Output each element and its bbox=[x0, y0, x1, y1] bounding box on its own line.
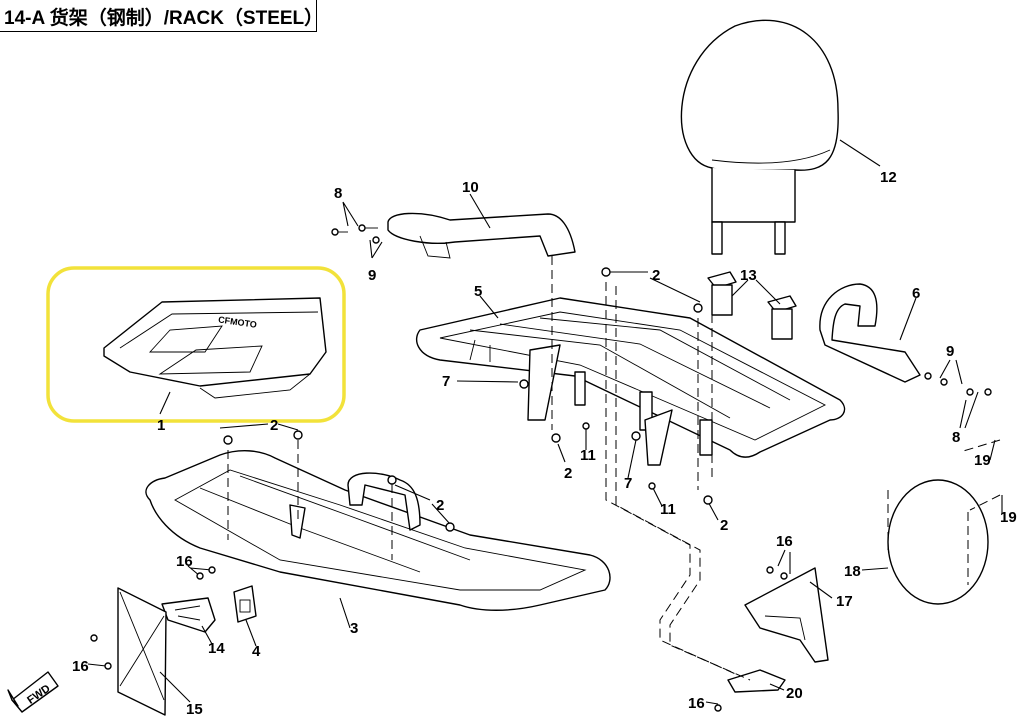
callout-2: 2 bbox=[720, 517, 728, 534]
lower-bracket-part bbox=[727, 669, 786, 693]
front-rack-part bbox=[145, 450, 611, 611]
callout-7: 7 bbox=[624, 475, 632, 492]
plate-part bbox=[117, 587, 167, 716]
diagram-title: 14-A 货架（钢制）/RACK（STEEL） bbox=[4, 8, 324, 29]
callout-3: 3 bbox=[350, 620, 358, 637]
callout-16: 16 bbox=[776, 533, 793, 550]
highlight-box bbox=[46, 266, 346, 423]
callout-8: 8 bbox=[952, 429, 960, 446]
callout-9: 9 bbox=[368, 267, 376, 284]
callout-16: 16 bbox=[688, 695, 705, 712]
callout-6: 6 bbox=[912, 285, 920, 302]
side-handle-part bbox=[819, 283, 921, 383]
callout-9: 9 bbox=[946, 343, 954, 360]
callout-11: 11 bbox=[580, 447, 596, 464]
highlighted-part-group: CFMOTO bbox=[46, 266, 346, 423]
reflector-part bbox=[887, 439, 1001, 605]
callout-1: 1 bbox=[157, 417, 165, 434]
callout-14: 14 bbox=[208, 640, 225, 657]
callout-10: 10 bbox=[462, 179, 479, 196]
callout-19: 19 bbox=[1000, 509, 1017, 526]
callout-17: 17 bbox=[836, 593, 853, 610]
callout-16: 16 bbox=[72, 658, 89, 675]
bracket-part bbox=[161, 597, 216, 633]
headrest-part bbox=[680, 19, 839, 255]
title-box: 14-A 货架（钢制）/RACK（STEEL） bbox=[0, 0, 323, 32]
callout-11: 11 bbox=[660, 501, 676, 518]
callout-2: 2 bbox=[652, 267, 660, 284]
callout-2: 2 bbox=[270, 417, 278, 434]
callout-5: 5 bbox=[474, 283, 482, 300]
callout-19: 19 bbox=[974, 452, 991, 469]
fwd-arrow-icon: FWD bbox=[7, 671, 59, 713]
callout-20: 20 bbox=[786, 685, 803, 702]
callout-labels: 1 2 2 2 2 2 3 4 5 6 7 7 8 8 9 9 10 11 11… bbox=[72, 169, 1017, 717]
callout-7: 7 bbox=[442, 373, 450, 390]
callout-4: 4 bbox=[252, 643, 261, 660]
grab-bar-part bbox=[387, 212, 576, 259]
callout-13: 13 bbox=[740, 267, 757, 284]
callout-8: 8 bbox=[334, 185, 342, 202]
rear-rack-part bbox=[415, 297, 846, 466]
callout-2: 2 bbox=[436, 497, 444, 514]
callout-18: 18 bbox=[844, 563, 861, 580]
clip-part bbox=[233, 585, 257, 623]
bolt-set bbox=[90, 224, 992, 712]
leader-lines bbox=[87, 139, 1003, 705]
callout-2: 2 bbox=[564, 465, 572, 482]
callout-12: 12 bbox=[880, 169, 897, 186]
grommet-part bbox=[707, 271, 797, 340]
callout-15: 15 bbox=[186, 701, 203, 717]
plate-bracket-part bbox=[744, 567, 829, 663]
callout-16: 16 bbox=[176, 553, 193, 570]
